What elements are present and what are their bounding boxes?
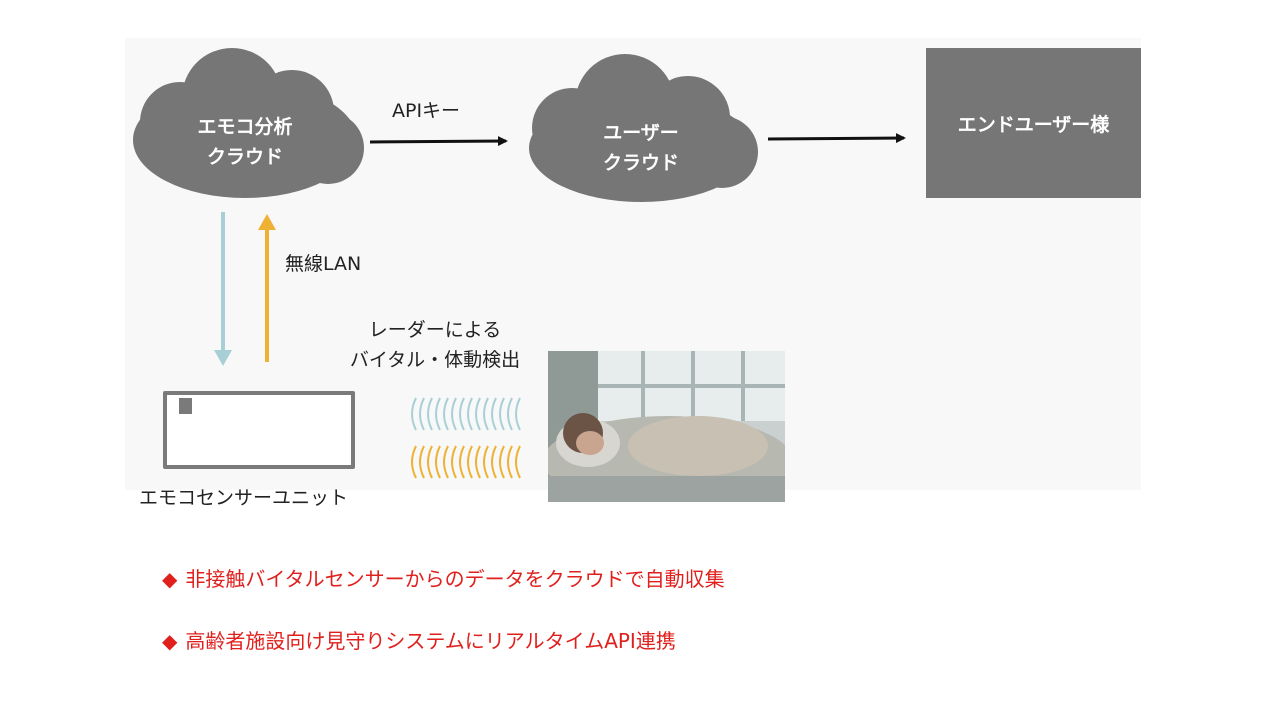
- diamond-icon: ◆: [162, 567, 178, 591]
- radar-wave-orange: [411, 445, 521, 479]
- user-cloud-label: ユーザー クラウド: [602, 122, 679, 174]
- bullet-item-1: ◆ 非接触バイタルセンサーからのデータをクラウドで自動収集: [162, 563, 725, 592]
- end-user-label: エンドユーザー様: [957, 113, 1110, 136]
- uplink-arrow: [258, 214, 276, 362]
- patient-photo: [548, 351, 785, 502]
- sensor-led-icon: [179, 398, 192, 414]
- api-arrow: [369, 136, 508, 147]
- user-cloud-icon: [529, 54, 758, 202]
- radar-wave-blue: [411, 397, 521, 431]
- analysis-cloud-icon: [133, 48, 364, 198]
- sensor-unit-label: エモコセンサーユニット: [139, 487, 349, 509]
- bullet-item-2: ◆ 高齢者施設向け見守りシステムにリアルタイムAPI連携: [162, 625, 676, 654]
- radar-detection-label: レーダーによる バイタル・体動検出: [349, 319, 521, 371]
- api-key-label: APIキー: [392, 100, 461, 122]
- downlink-arrow: [214, 212, 232, 366]
- enduser-arrow: [767, 133, 906, 144]
- wireless-lan-label: 無線LAN: [285, 253, 362, 275]
- diamond-icon: ◆: [162, 629, 178, 653]
- analysis-cloud-label: エモコ分析 クラウド: [197, 116, 293, 168]
- end-user-box: エンドユーザー様: [926, 48, 1141, 198]
- bullet-text: 高齢者施設向け見守りシステムにリアルタイムAPI連携: [185, 629, 676, 653]
- sensor-unit-device: [163, 391, 355, 469]
- bullet-text: 非接触バイタルセンサーからのデータをクラウドで自動収集: [185, 567, 725, 591]
